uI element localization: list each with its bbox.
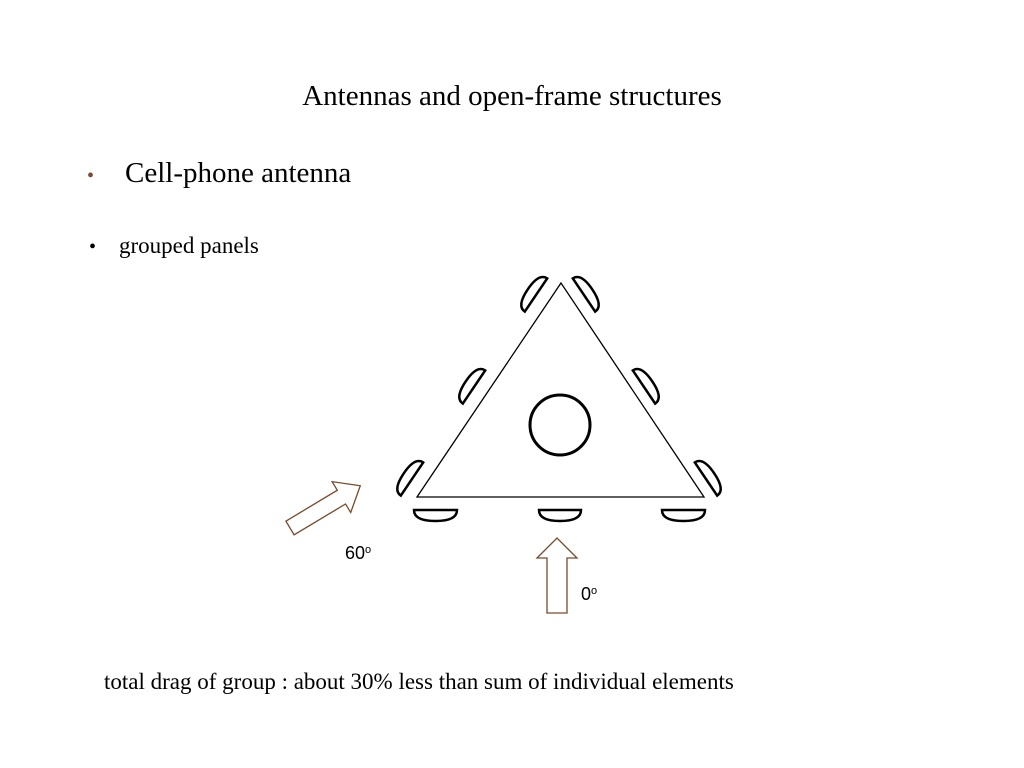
label-0-degree: 0o	[581, 584, 598, 604]
panel-left-bottom	[396, 459, 425, 498]
panel-right-middle	[631, 367, 660, 406]
panel-right-bottom	[693, 459, 722, 498]
panel-left-top	[520, 275, 549, 314]
central-mast	[528, 393, 592, 457]
bullet-marker: •	[87, 165, 95, 187]
arrow-60-degree	[284, 480, 362, 536]
panel-left-middle	[458, 367, 487, 406]
panel-bottom-right	[660, 508, 707, 523]
arrow-0-degree	[535, 537, 579, 614]
bullet-grouped-panels: • grouped panels	[89, 231, 259, 262]
panel-bottom-left	[412, 508, 459, 523]
bullet-text: grouped panels	[119, 233, 259, 258]
bullet-text: Cell-phone antenna	[125, 157, 352, 189]
panel-bottom-center	[537, 508, 583, 523]
slide-title: Antennas and open-frame structures	[302, 80, 722, 112]
label-60-degree: 60o	[345, 543, 372, 563]
triangle-frame	[415, 281, 706, 498]
bullet-marker: •	[89, 236, 97, 258]
bullet-cell-phone-antenna: • Cell-phone antenna	[87, 154, 351, 195]
panel-right-top	[571, 275, 600, 314]
footer-note: total drag of group : about 30% less tha…	[104, 669, 734, 694]
